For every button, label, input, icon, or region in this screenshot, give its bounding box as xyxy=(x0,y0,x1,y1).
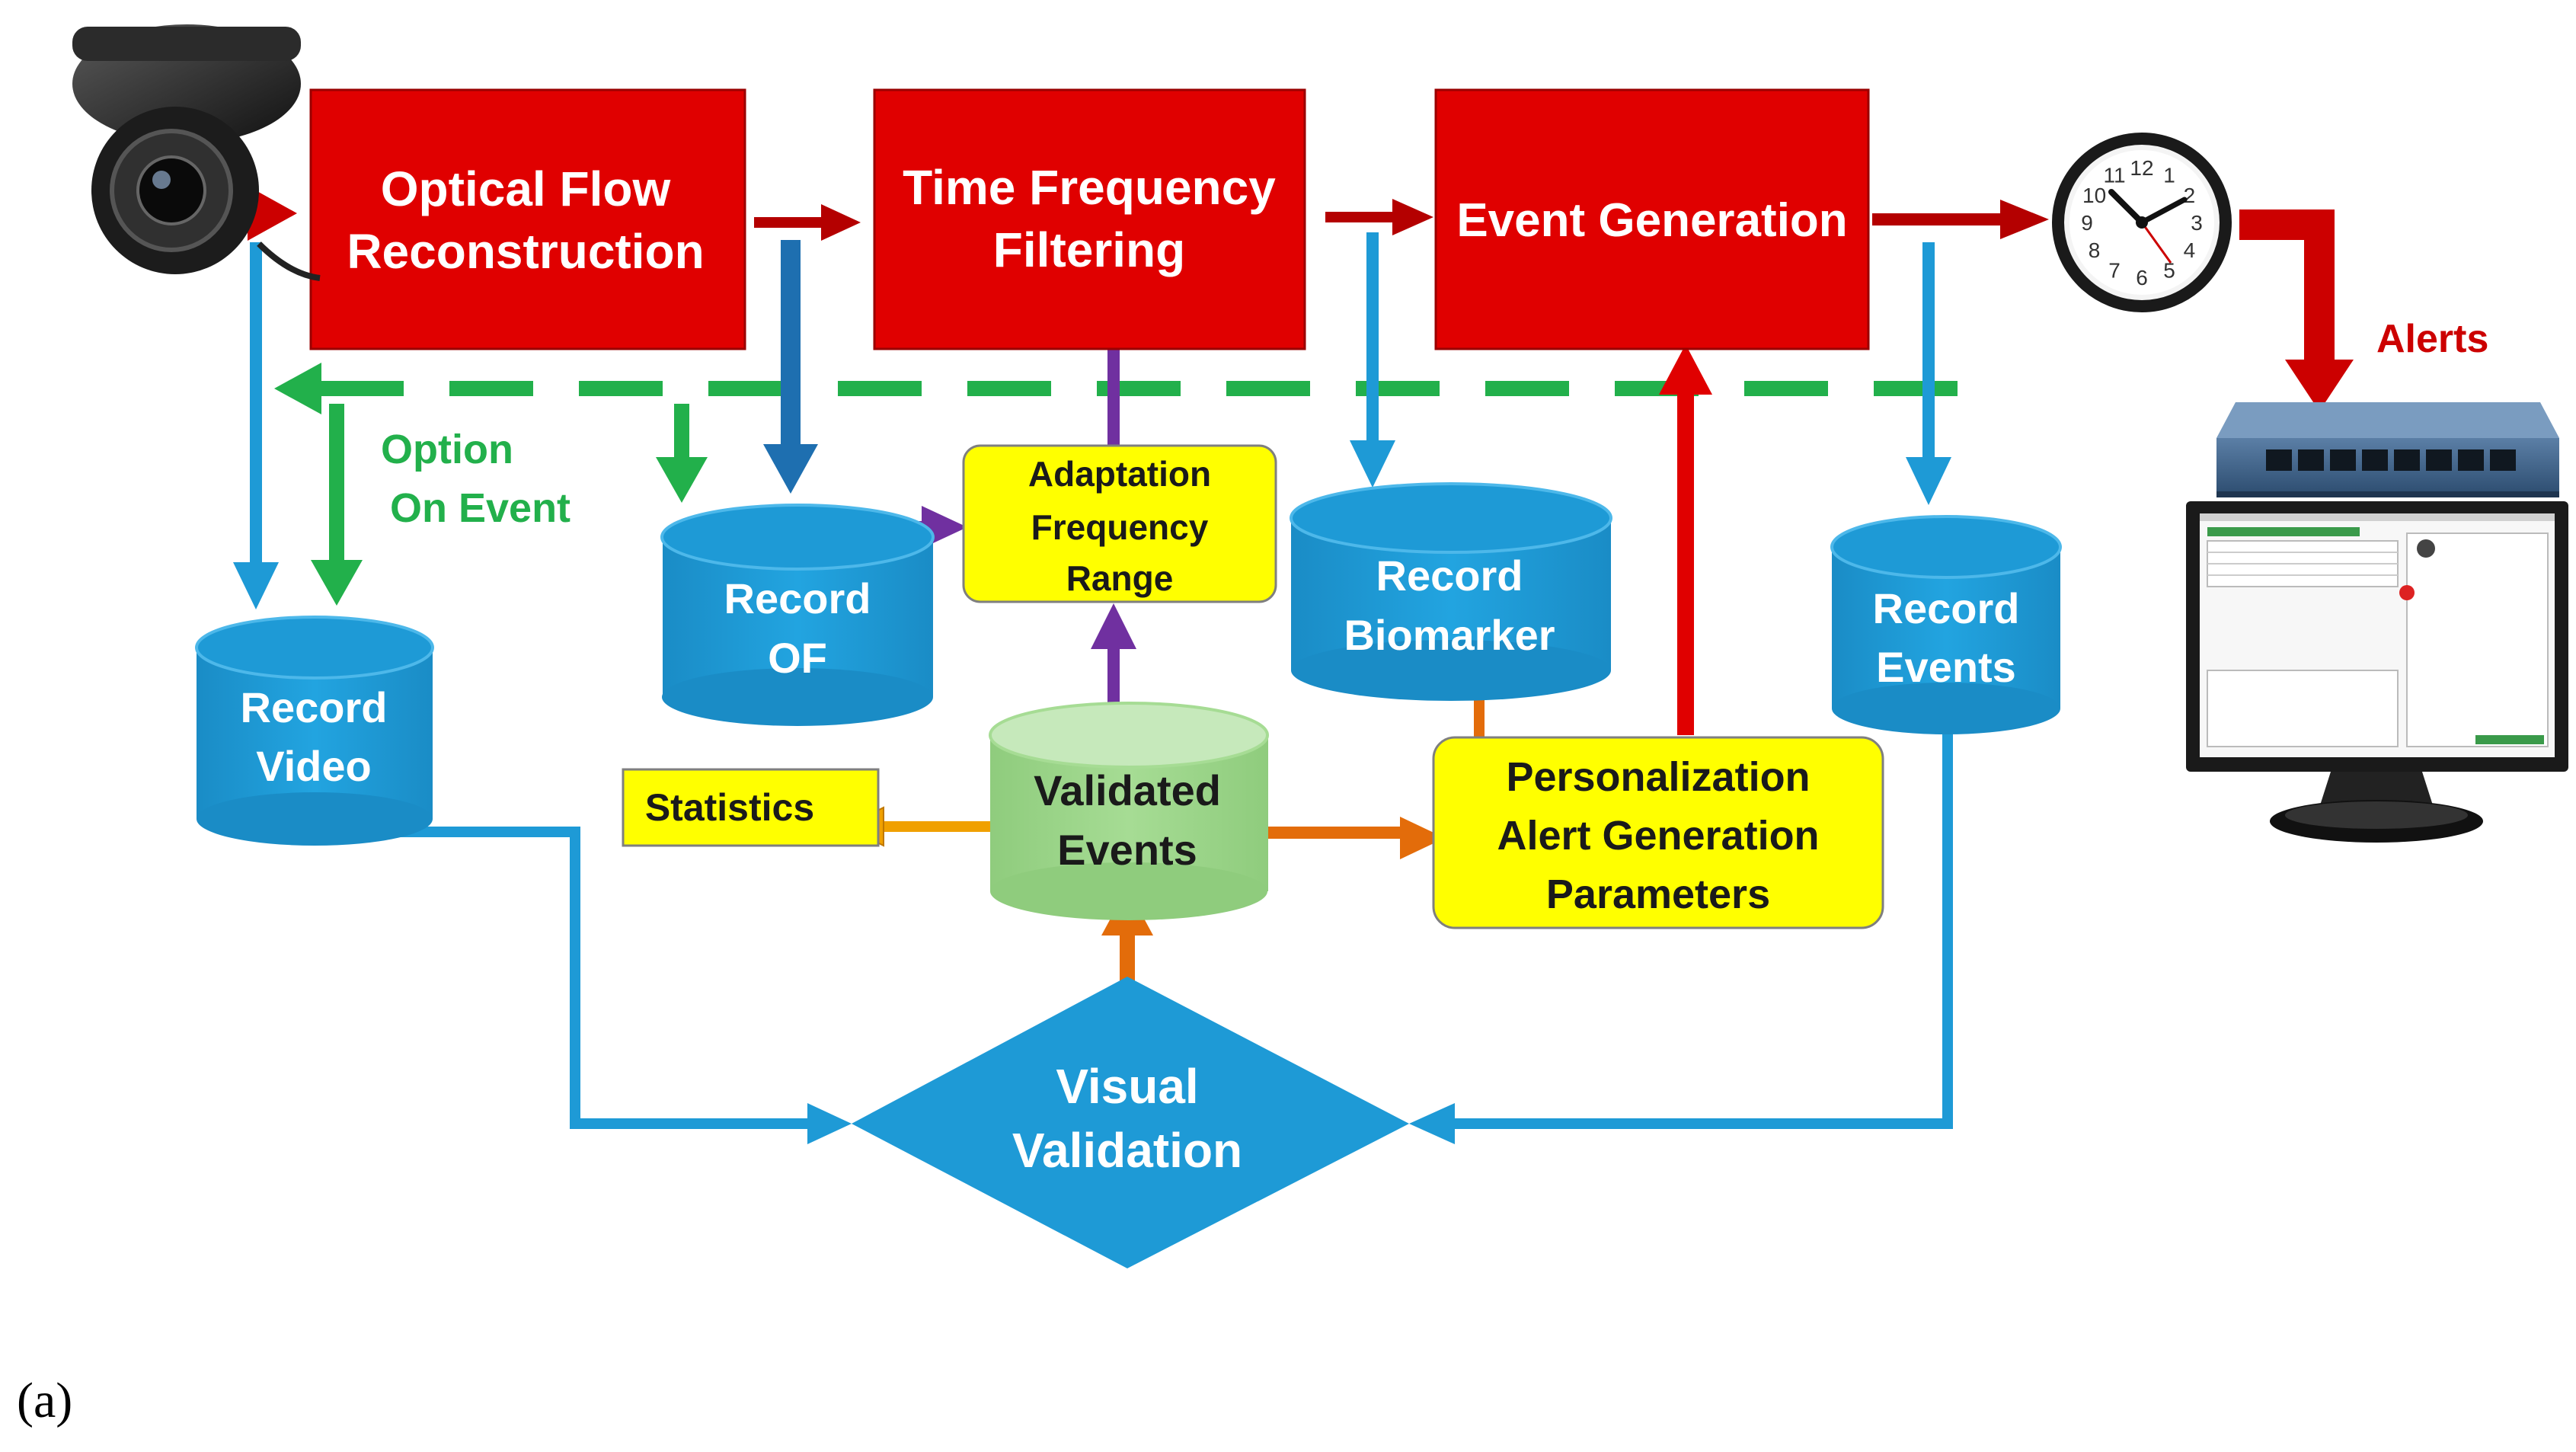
network-switch-icon xyxy=(2216,402,2559,497)
clock-numeral: 7 xyxy=(2108,258,2121,282)
personalization-box: Personalization Alert Generation Paramet… xyxy=(1432,736,1884,929)
clock-numeral: 12 xyxy=(2130,156,2153,180)
to-record-events-arrow xyxy=(1906,242,1951,505)
event-generation-label: Event Generation xyxy=(1456,194,1847,247)
event-generation-block: Event Generation xyxy=(1434,88,1870,350)
visual-validation-label: Visual xyxy=(1056,1059,1198,1114)
personalization-label-line1: Personalization xyxy=(1506,754,1810,800)
clock-numeral: 9 xyxy=(2081,211,2093,235)
validated-events-store: Validated Events xyxy=(989,702,1269,920)
optical-flow-block: Optical Flow Reconstruction xyxy=(309,88,746,350)
flow-arrow-2 xyxy=(1325,199,1433,235)
record-video-label: Record xyxy=(241,683,388,731)
optical-flow-label: Optical Flow xyxy=(381,162,671,216)
clock-numeral: 11 xyxy=(2103,164,2125,187)
time-frequency-block: Time Frequency Filtering xyxy=(873,88,1306,350)
statistics-label: Statistics xyxy=(645,786,814,829)
flow-arrow-3 xyxy=(1872,200,2049,239)
figure-caption: (a) xyxy=(17,1373,72,1428)
monitor-icon xyxy=(2186,501,2568,843)
record-events-label: Record xyxy=(1873,584,2020,632)
to-record-of-arrow xyxy=(763,240,818,494)
switch-port xyxy=(2330,449,2356,471)
switch-port xyxy=(2266,449,2292,471)
adaptation-label-line3: Range xyxy=(1066,558,1174,598)
record-biomarker-label-line2: Biomarker xyxy=(1344,611,1555,659)
record-of-label-line2: OF xyxy=(768,634,827,682)
video-to-validation-arrow xyxy=(297,827,852,1144)
record-of-store: Record OF xyxy=(660,504,935,726)
alerts-arrow xyxy=(2239,209,2354,411)
switch-port xyxy=(2298,449,2324,471)
clock-numeral: 5 xyxy=(2163,258,2175,282)
validated-events-label: Validated xyxy=(1034,766,1221,814)
record-video-label-line2: Video xyxy=(256,742,371,790)
time-frequency-label-line2: Filtering xyxy=(993,222,1185,277)
personalization-label-line3: Parameters xyxy=(1546,872,1770,917)
switch-port xyxy=(2490,449,2516,471)
adaptation-frequency-range-box: Adaptation Frequency Range xyxy=(962,444,1277,603)
record-events-label-line2: Events xyxy=(1876,643,2016,691)
flow-arrow-1 xyxy=(754,204,861,241)
adaptation-label-line2: Frequency xyxy=(1031,507,1209,547)
record-biomarker-label: Record xyxy=(1376,552,1523,600)
on-event-label: On Event xyxy=(390,485,570,531)
clock-numeral: 1 xyxy=(2163,164,2175,187)
adaptation-label-line1: Adaptation xyxy=(1028,454,1211,494)
personalization-to-event-generation-arrow xyxy=(1659,344,1712,735)
statistics-box: Statistics xyxy=(622,768,880,847)
clock-numeral: 3 xyxy=(2191,211,2203,235)
clock-numeral: 6 xyxy=(2136,266,2148,289)
time-frequency-label: Time Frequency xyxy=(903,160,1276,215)
switch-port xyxy=(2458,449,2484,471)
option-label: Option xyxy=(381,427,513,472)
camera-icon xyxy=(72,24,321,281)
switch-port xyxy=(2426,449,2452,471)
visual-validation-label-line2: Validation xyxy=(1012,1123,1242,1178)
optical-flow-label-line2: Reconstruction xyxy=(347,224,704,279)
personalization-label-line2: Alert Generation xyxy=(1497,813,1819,859)
validated-events-label-line2: Events xyxy=(1057,826,1197,874)
switch-port xyxy=(2362,449,2388,471)
switch-port xyxy=(2394,449,2420,471)
alerts-label: Alerts xyxy=(2376,317,2488,361)
clock-numeral: 8 xyxy=(2089,238,2101,262)
record-of-label: Record xyxy=(724,574,871,622)
validated-to-personalization-arrow xyxy=(1253,817,1445,859)
record-video-store: Record Video xyxy=(195,616,434,846)
visual-validation-diamond: Visual Validation xyxy=(852,977,1409,1268)
to-record-video-arrow xyxy=(233,242,279,609)
record-events-store: Record Events xyxy=(1830,515,2062,734)
clock-numeral: 10 xyxy=(2082,184,2106,207)
record-biomarker-store: Record Biomarker xyxy=(1290,482,1612,701)
to-record-biomarker-arrow xyxy=(1350,232,1395,488)
clock-numeral: 2 xyxy=(2184,184,2196,207)
events-to-validation-arrow xyxy=(1409,728,1953,1144)
clock-numeral: 4 xyxy=(2184,238,2196,262)
